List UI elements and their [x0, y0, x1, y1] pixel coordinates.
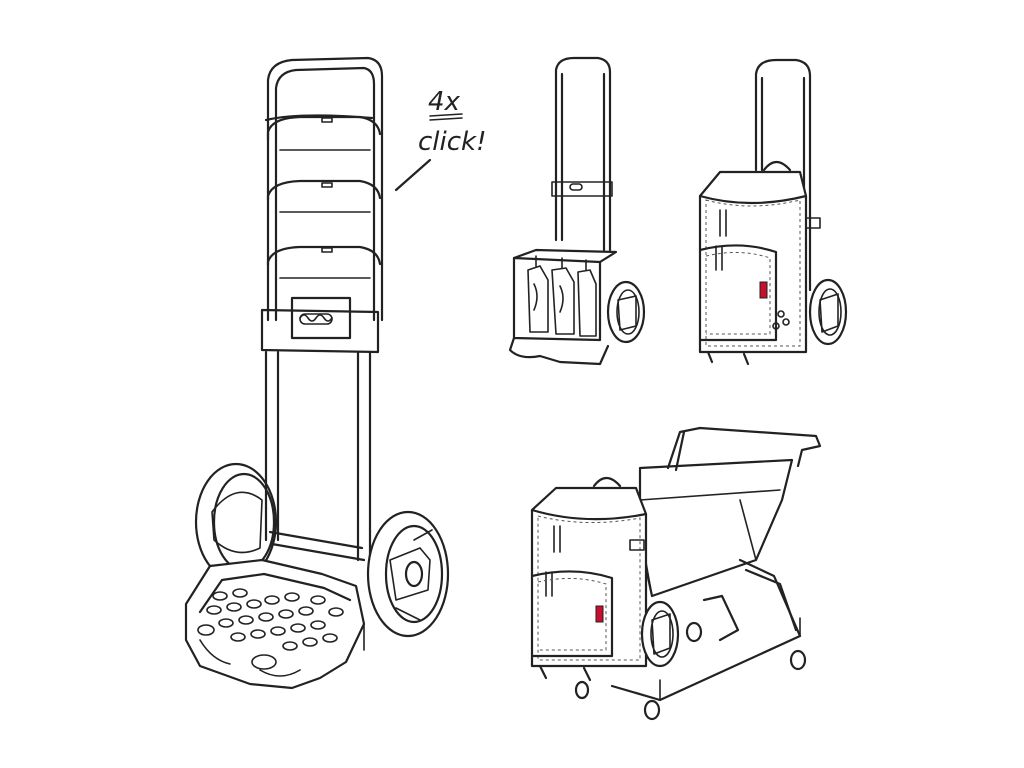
folding-trolley-large [184, 56, 450, 690]
trolley-with-crate [508, 56, 646, 366]
bag-trolley-wheel [808, 278, 848, 346]
bag-zipper-top [719, 209, 727, 237]
brand-tag [759, 281, 768, 299]
hooked-bag-handle [592, 476, 622, 488]
handle-lock-clamp [260, 296, 380, 354]
click-annotation: 4x click! [394, 87, 487, 192]
frame-rail-right [356, 350, 372, 562]
hooked-bag-trolley [530, 476, 680, 700]
front-wheel [366, 510, 450, 638]
click-action-text: click! [418, 127, 487, 157]
frame-rail-left [264, 350, 280, 542]
cart-chassis [610, 558, 802, 702]
count-underline [429, 113, 463, 121]
shopping-cart-with-trolley [530, 426, 822, 721]
cart-basket [638, 458, 794, 598]
bag-carry-handle [762, 160, 792, 172]
crate-trolley-wheel [606, 280, 646, 344]
shopping-bag [698, 170, 808, 354]
bag-zipper-front [715, 245, 723, 271]
bottle-crate [512, 248, 618, 342]
cart-casters [643, 621, 807, 721]
annotation-pointer-line [394, 158, 432, 192]
click-count-text: 4x [428, 87, 461, 117]
base-plate [184, 558, 366, 690]
telescopic-handle [264, 56, 384, 322]
base-plate-holes [206, 588, 344, 651]
trolley-with-bag [698, 58, 848, 366]
